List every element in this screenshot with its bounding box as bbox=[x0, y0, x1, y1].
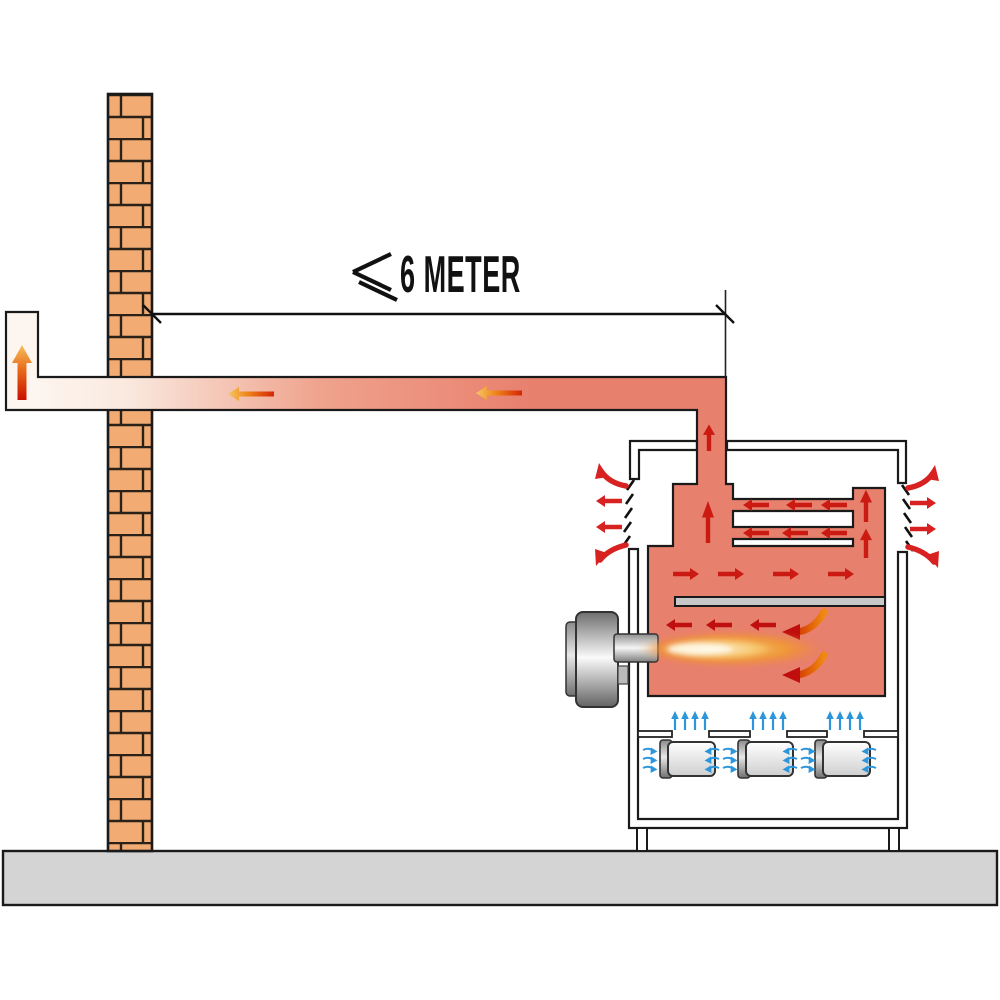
fan bbox=[659, 739, 716, 779]
hot-air-arrows-right bbox=[905, 465, 939, 568]
brick-wall bbox=[106, 92, 154, 853]
flame bbox=[637, 630, 827, 668]
fan-airflow-up-arrows bbox=[671, 711, 864, 730]
hot-air-arrow-icon bbox=[596, 521, 622, 533]
hot-air-arrow-icon bbox=[910, 523, 936, 535]
duct-flow-arrow-icon bbox=[228, 387, 274, 401]
dimension-tick bbox=[142, 304, 162, 324]
duct-flow-arrow-icon bbox=[476, 386, 522, 400]
baffle-plate bbox=[674, 596, 886, 607]
dimension-annotation: 6 METER bbox=[142, 244, 735, 377]
cabinet-top-cover-right bbox=[725, 439, 908, 485]
burner-body bbox=[575, 611, 619, 708]
less-equal-icon bbox=[352, 252, 398, 302]
cabinet-top-cover-left bbox=[628, 439, 699, 481]
burner-mount bbox=[617, 665, 629, 685]
dimension-label: 6 METER bbox=[400, 244, 521, 303]
fans bbox=[659, 739, 871, 779]
hot-air-arrow-icon bbox=[910, 497, 936, 509]
exhaust-up-arrow-icon bbox=[12, 345, 32, 400]
ground-slab bbox=[1, 849, 999, 907]
fan bbox=[737, 739, 794, 779]
louver-right bbox=[900, 484, 915, 552]
fan bbox=[814, 739, 871, 779]
cabinet-leg-left bbox=[636, 827, 648, 852]
cabinet-leg-right bbox=[888, 827, 900, 852]
dimension-tick bbox=[715, 304, 735, 324]
hot-air-arrow-icon bbox=[596, 495, 622, 507]
louver-left bbox=[621, 479, 636, 547]
fan-shelf bbox=[637, 730, 899, 738]
burner bbox=[565, 611, 659, 708]
hot-air-arrows-left bbox=[595, 463, 629, 566]
